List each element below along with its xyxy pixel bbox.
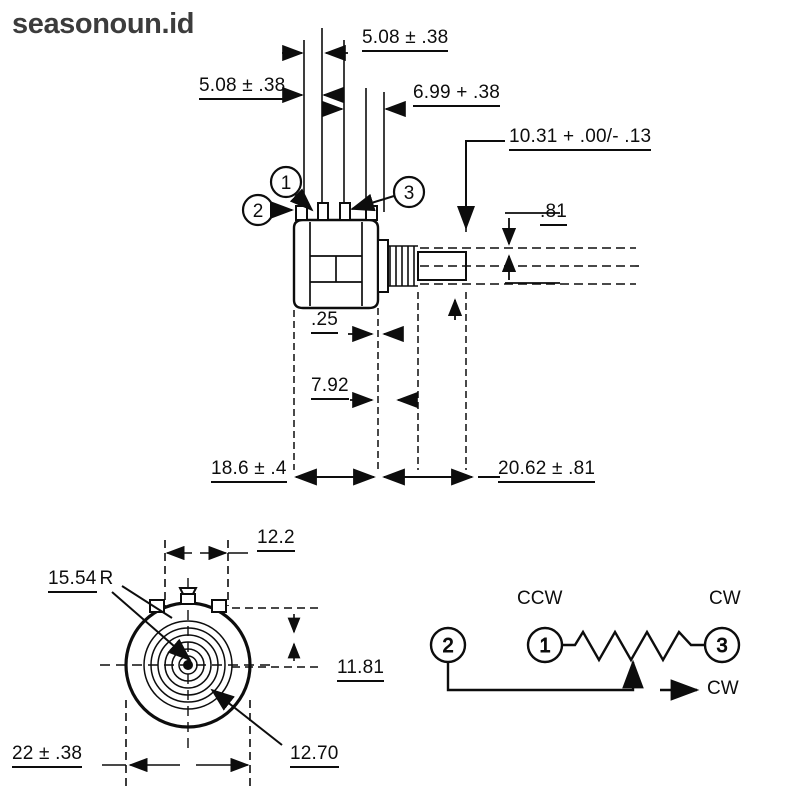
front-view-terminal-tabs (149, 587, 227, 613)
dimension-label-7-92: 7.92 (311, 376, 349, 400)
front-dim-22 (102, 700, 251, 790)
dimension-label-11-81: 11.81 (337, 658, 385, 682)
front-view-centerlines (100, 578, 276, 752)
front-dim-12-2 (164, 540, 248, 606)
schematic-number-3: 3 (716, 635, 727, 657)
side-view-dim-arrows (282, 44, 406, 118)
dimension-label-5-08-top: 5.08 ± .38 (362, 28, 449, 52)
callout-number-2: 2 (253, 201, 264, 222)
schematic-number-1: 1 (539, 635, 550, 657)
dimension-label-5-08-left: 5.08 ± .38 (199, 76, 286, 100)
dim-81-group (501, 212, 560, 284)
leader-10-31 (457, 140, 505, 230)
schematic-label-cw-top: CW (709, 588, 741, 609)
resistor-zigzag (562, 629, 705, 663)
radius-suffix: R (99, 568, 114, 589)
dimension-label-18-6: 18.6 ± .4 (211, 459, 287, 483)
schematic-number-2: 2 (442, 635, 453, 657)
callout-numbers: 1 2 3 (253, 173, 415, 222)
schematic-terminal-numbers: 2 1 3 (442, 635, 728, 658)
body-internal-lines (309, 222, 363, 306)
schematic-label-ccw: CCW (517, 588, 563, 609)
dimension-label-25: .25 (311, 310, 339, 334)
leader-12-70 (210, 688, 283, 746)
callout-number-3: 3 (404, 183, 415, 204)
callout-number-1: 1 (281, 173, 292, 194)
shaft-center-lines (420, 247, 640, 285)
dimension-label-12-2: 12.2 (257, 528, 295, 552)
threaded-bushing (377, 239, 418, 293)
side-view-group (282, 28, 640, 486)
dimension-label-20-62: 20.62 ± .81 (498, 459, 596, 483)
schematic-group: 2 1 3 (429, 626, 741, 701)
dimension-label-6-99: 6.99 + .38 (413, 83, 501, 107)
callout-leaders (270, 188, 395, 219)
wiper-connection (446, 659, 644, 692)
dimension-label-22: 22 ± .38 (12, 744, 83, 768)
callout-circles (241, 165, 426, 227)
dimension-label-10-31: 10.31 + .00/- .13 (509, 127, 652, 151)
watermark-text: seasonoun.id (12, 8, 195, 40)
schematic-label-cw-rotation: CW (707, 678, 739, 699)
front-view-group (100, 540, 318, 790)
dimension-label-12-70: 12.70 (290, 744, 339, 768)
bottom-extension-lines (293, 292, 467, 470)
side-view-extension-lines (303, 28, 467, 232)
leader-15-54 (111, 585, 192, 662)
dimension-label-81: .81 (540, 202, 568, 226)
front-dim-11-81 (232, 607, 318, 668)
